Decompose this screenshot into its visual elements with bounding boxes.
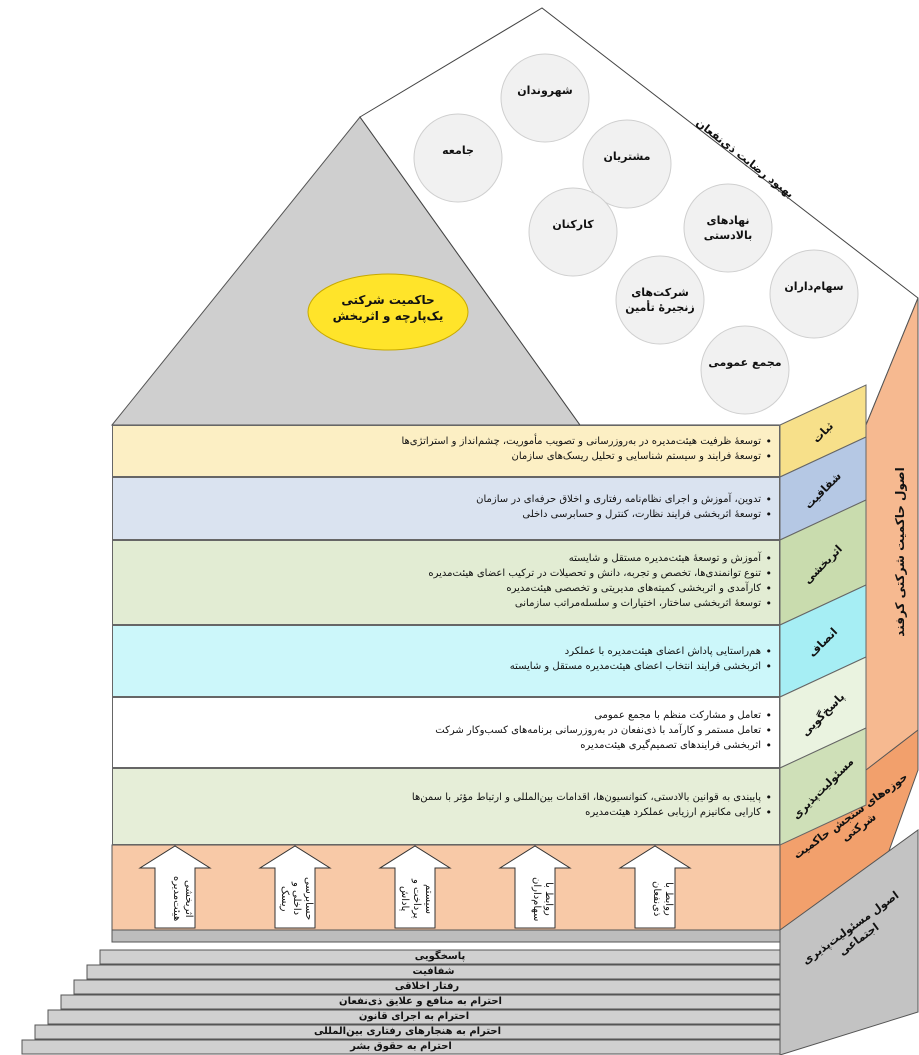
band-items-3: آموزش و توسعهٔ هیئت‌مدیره مستقل و شایسته… <box>428 551 775 611</box>
stakeholder-name: مشتریان <box>603 150 651 163</box>
band-item: توسعهٔ فرایند و سیستم شناسایی و تحلیل ری… <box>401 449 772 464</box>
band-item: توسعهٔ ظرفیت هیئت‌مدیره در به‌روزرسانی و… <box>401 434 771 449</box>
band-item: اثربخشی فرایندهای تصمیم‌گیری هیئت‌مدیره <box>435 738 771 753</box>
stakeholder-name: نهادهای بالادستی <box>703 214 753 242</box>
stakeholder-name: مجمع عمومی <box>708 356 782 369</box>
arrow-label: روابط با ذی‌نفعان <box>651 881 674 917</box>
band-items-4: هم‌راستایی پاداش اعضای هیئت‌مدیره با عمل… <box>510 644 775 674</box>
stakeholder-circle <box>769 249 859 339</box>
step-label: رفتار اخلاقی <box>394 981 460 992</box>
arrow-label: حسابرسی داخلی و ریسک <box>279 877 314 921</box>
band-item: توسعهٔ اثربخشی ساختار، اختیارات و سلسله‌… <box>428 596 772 611</box>
band-item: کارایی مکانیزم ارزیابی عملکرد هیئت‌مدیره <box>412 805 772 820</box>
band-4 <box>112 625 780 697</box>
arrow-band <box>111 844 781 931</box>
stakeholder-name: جامعه <box>442 144 474 157</box>
stakeholder-circle <box>615 255 705 345</box>
band-item: توسعهٔ اثربخشی فرایند نظارت، کنترل و حسا… <box>476 507 771 522</box>
up-arrow <box>378 845 452 929</box>
foundation-steps <box>21 949 781 1055</box>
band-item: تعامل مستمر و کارآمد با ذی‌نفعان در به‌ر… <box>435 723 771 738</box>
stakeholder-circle <box>683 183 773 273</box>
stakeholder-circle <box>582 119 672 209</box>
step-label: احترام به هنجارهای رفتاری بین‌المللی <box>313 1026 502 1037</box>
step-slab <box>86 964 781 980</box>
band-items-6: پایبندی به قوانین بالادستی، کنوانسیون‌ها… <box>412 790 775 820</box>
stakeholder-name: شهروندان <box>517 84 573 97</box>
step-label: احترام به منافع و علایق ذی‌نفعان <box>339 996 502 1007</box>
step-slab <box>60 994 781 1010</box>
stakeholder-name: شرکت‌های زنجیرهٔ تأمین <box>625 286 695 314</box>
step-slab <box>47 1009 781 1025</box>
band-item: پایبندی به قوانین بالادستی، کنوانسیون‌ها… <box>412 790 772 805</box>
center-ellipse <box>307 273 469 351</box>
up-arrow <box>138 845 212 929</box>
plinth <box>111 929 781 943</box>
band-item: تدوین، آموزش و اجرای نظام‌نامه رفتاری و … <box>476 492 772 507</box>
band-item: کارآمدی و اثربخشی کمیته‌های مدیریتی و تخ… <box>428 581 771 596</box>
stakeholder-circles <box>413 53 859 415</box>
stakeholder-circle <box>528 187 618 277</box>
step-label: شفافیت <box>412 966 455 977</box>
band-item: تعامل و مشارکت منظم با مجمع عمومی <box>435 708 772 723</box>
band-items-1: توسعهٔ ظرفیت هیئت‌مدیره در به‌روزرسانی و… <box>401 434 775 464</box>
up-arrow <box>258 845 332 929</box>
band-item: اثربخشی فرایند انتخاب اعضای هیئت‌مدیره م… <box>510 659 773 674</box>
step-slab <box>99 949 781 965</box>
arrow-label: روابط با سهام‌داران <box>531 876 554 922</box>
up-arrow <box>498 845 572 929</box>
step-slab <box>21 1039 781 1055</box>
step-slab <box>73 979 781 995</box>
band-item: تنوع توانمندی‌ها، تخصص و تجربه، دانش و ت… <box>428 566 771 581</box>
stakeholder-circle <box>700 325 790 415</box>
center-label: حاکمیت شرکتی یک‌پارچه و اثربخش <box>332 293 444 323</box>
principles-label: اصول حاکمیت شرکتی کرفند <box>893 467 907 637</box>
band-side-6 <box>779 727 867 846</box>
band-items-5: تعامل و مشارکت منظم با مجمع عمومیتعامل م… <box>435 708 775 753</box>
arrow-label: سیستم پرداخت و پاداش <box>399 879 434 919</box>
band-item: آموزش و توسعهٔ هیئت‌مدیره مستقل و شایسته <box>428 551 772 566</box>
arrow-label: اثربخشی هیئت‌مدیره <box>171 876 194 922</box>
step-label: احترام به اجرای قانون <box>358 1011 470 1022</box>
up-arrow <box>618 845 692 929</box>
stakeholder-name: سهام‌داران <box>784 280 844 293</box>
stakeholder-name: کارکنان <box>552 218 594 231</box>
stakeholder-circle <box>500 53 590 143</box>
step-label: پاسخگویی <box>414 951 466 962</box>
step-label: احترام به حقوق بشر <box>350 1041 452 1052</box>
step-slab <box>34 1024 781 1040</box>
stakeholder-circle <box>413 113 503 203</box>
band-item: هم‌راستایی پاداش اعضای هیئت‌مدیره با عمل… <box>510 644 773 659</box>
band-items-2: تدوین، آموزش و اجرای نظام‌نامه رفتاری و … <box>476 492 775 522</box>
